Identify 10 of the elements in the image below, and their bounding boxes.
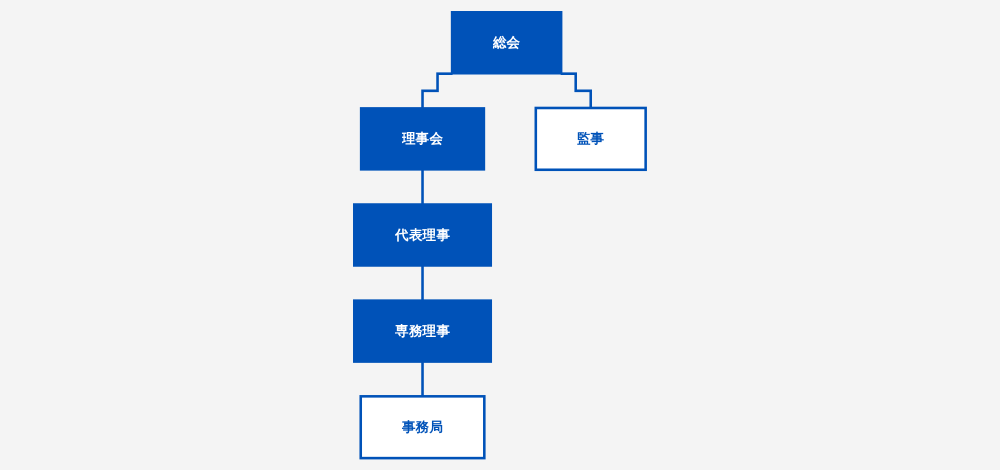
connector bbox=[421, 360, 424, 398]
node-box: 事務局 bbox=[360, 395, 486, 460]
node-box: 理事会 bbox=[360, 107, 486, 171]
connector bbox=[421, 264, 424, 302]
connector bbox=[560, 72, 592, 110]
connector bbox=[421, 168, 424, 206]
node-box: 専務理事 bbox=[353, 299, 492, 363]
connector bbox=[421, 72, 453, 110]
node-box: 総会 bbox=[451, 11, 563, 75]
node-box: 監事 bbox=[534, 106, 648, 172]
